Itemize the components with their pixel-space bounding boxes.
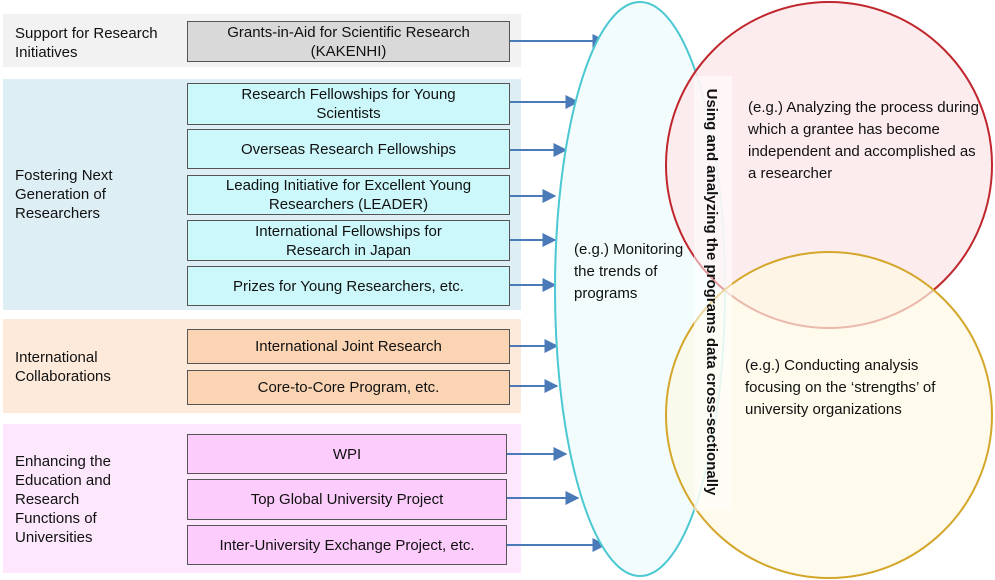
- program-overseas-research-fellowships: Overseas Research Fellowships: [187, 129, 510, 169]
- program-kakenhi: Grants-in-Aid for Scientific Research (K…: [187, 21, 510, 62]
- program-international-fellowships-japan: International Fellowships for Research i…: [187, 220, 510, 261]
- program-international-joint-research: International Joint Research: [187, 329, 510, 364]
- program-wpi: WPI: [187, 434, 507, 474]
- program-leader: Leading Initiative for Excellent Young R…: [187, 175, 510, 215]
- program-arrows: [507, 34, 607, 552]
- vertical-label-band: [694, 76, 732, 511]
- program-core-to-core: Core-to-Core Program, etc.: [187, 370, 510, 405]
- circle-top-note: (e.g.) Analyzing the process during whic…: [748, 99, 979, 182]
- university-strengths-circle: [665, 251, 993, 579]
- program-top-global-university: Top Global University Project: [187, 479, 507, 520]
- program-research-fellowships-young-scientists: Research Fellowships for Young Scientist…: [187, 83, 510, 125]
- ellipse-note: (e.g.) Monitoring the trends of programs: [574, 241, 684, 302]
- group-label: Fostering Next Generation of Researchers: [15, 167, 113, 222]
- group-label: Support for Research Initiatives: [15, 25, 158, 61]
- program-prizes-young-researchers: Prizes for Young Researchers, etc.: [187, 266, 510, 306]
- group-label: Enhancing the Education and Research Fun…: [15, 453, 111, 546]
- group-label: International Collaborations: [15, 349, 111, 385]
- circle-bottom-note: (e.g.) Conducting analysis focusing on t…: [745, 357, 936, 418]
- vertical-label: Using and analyzing the programs data cr…: [703, 88, 720, 496]
- program-inter-university-exchange: Inter-University Exchange Project, etc.: [187, 525, 507, 565]
